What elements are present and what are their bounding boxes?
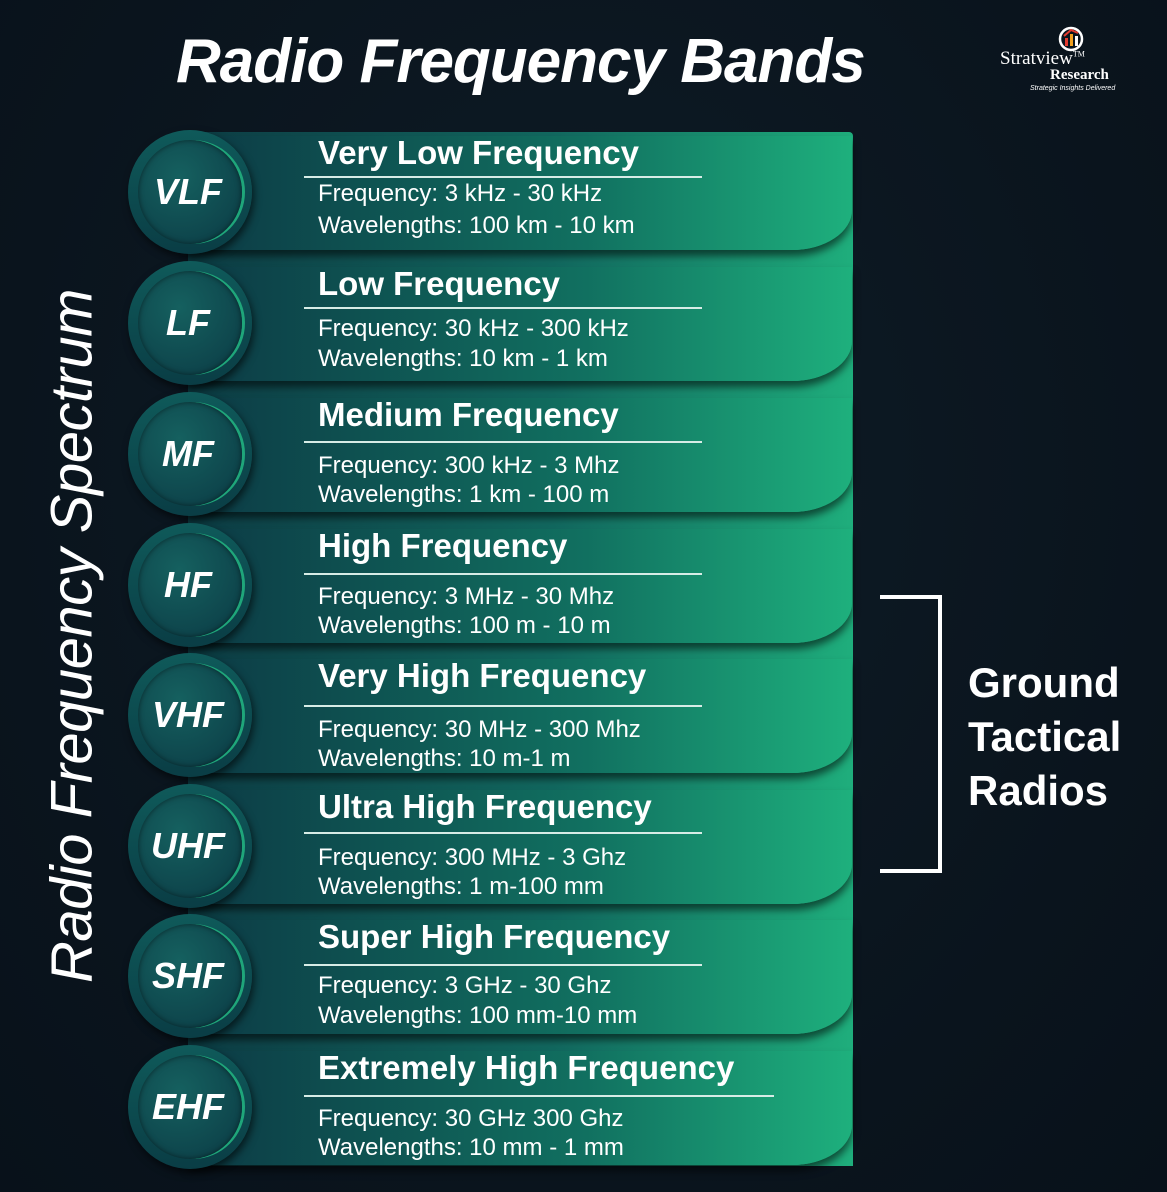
band-wavelengths: Wavelengths: 1 km - 100 m [318,481,610,508]
band-frequency: Frequency: 3 GHz - 30 Ghz [318,972,612,999]
band-wavelengths: Wavelengths: 10 mm - 1 mm [318,1134,624,1161]
band-wavelengths: Wavelengths: 100 m - 10 m [318,612,611,639]
band-row-lf: LF Low Frequency Frequency: 30 kHz - 300… [128,261,852,385]
ground-tactical-radios-label: Ground Tactical Radios [968,659,1122,814]
band-wavelengths: Wavelengths: 10 km - 1 km [318,345,608,372]
growth-chart-icon [1058,26,1084,52]
band-row-hf: HF High Frequency Frequency: 3 MHz - 30 … [128,523,852,647]
band-frequency: Frequency: 30 GHz 300 Ghz [318,1105,624,1132]
band-name: Low Frequency [318,265,561,302]
band-wavelengths: Wavelengths: 100 mm-10 mm [318,1002,638,1029]
band-row-vlf: VLF Very Low Frequency Frequency: 3 kHz … [128,130,852,254]
band-badge [128,784,252,908]
band-badge [128,261,252,385]
band-frequency: Frequency: 30 MHz - 300 Mhz [318,716,641,743]
band-abbr: VHF [152,694,224,735]
band-name: Super High Frequency [318,918,671,955]
band-row-ehf: EHF Extremely High Frequency Frequency: … [128,1045,852,1169]
band-bar [188,398,852,512]
band-badge [128,653,252,777]
band-divider [304,573,702,575]
band-row-shf: SHF Super High Frequency Frequency: 3 GH… [128,914,852,1038]
band-badge [128,1045,252,1169]
band-badge [128,523,252,647]
band-name: Ultra High Frequency [318,788,652,825]
band-divider [304,832,702,834]
band-abbr: SHF [152,955,224,996]
ground-tactical-bracket [880,595,942,873]
band-divider [304,176,702,178]
band-bar [188,1051,852,1165]
band-abbr: UHF [151,825,225,866]
band-row-uhf: UHF Ultra High Frequency Frequency: 300 … [128,784,852,908]
band-wavelengths: Wavelengths: 100 km - 10 km [318,212,635,239]
band-frequency: Frequency: 30 kHz - 300 kHz [318,315,629,342]
logo-sub: Research [1050,67,1109,83]
band-row-mf: MF Medium Frequency Frequency: 300 kHz -… [128,392,852,516]
band-name: Very High Frequency [318,657,647,694]
band-bar [188,659,852,773]
band-row-vhf: VHF Very High Frequency Frequency: 30 MH… [128,653,852,777]
band-bar [188,267,852,381]
page-title: Radio Frequency Bands [176,27,866,96]
band-badge [128,130,252,254]
band-frequency: Frequency: 3 MHz - 30 Mhz [318,583,615,610]
band-abbr: EHF [152,1086,224,1127]
band-name: Extremely High Frequency [318,1049,735,1086]
band-divider [304,964,702,966]
band-badge [128,914,252,1038]
band-divider [304,1095,774,1097]
band-name: Very Low Frequency [318,134,639,171]
band-bar [188,136,852,250]
stratview-logo: StratviewTM Research Strategic Insights … [992,26,1132,98]
band-bar [188,920,852,1034]
spectrum-axis-label: Radio Frequency Spectrum [39,289,105,983]
logo-brand: StratviewTM [1000,48,1085,69]
band-abbr: MF [162,433,214,474]
band-bar [188,529,852,643]
band-name: Medium Frequency [318,396,619,433]
band-divider [304,441,702,443]
band-frequency: Frequency: 3 kHz - 30 kHz [318,180,603,207]
band-bar [188,790,852,904]
band-wavelengths: Wavelengths: 10 m-1 m [318,745,571,772]
band-divider [304,705,702,707]
band-abbr: HF [164,564,212,605]
band-frequency: Frequency: 300 MHz - 3 Ghz [318,844,627,871]
band-badge [128,392,252,516]
band-wavelengths: Wavelengths: 1 m-100 mm [318,873,604,900]
band-name: High Frequency [318,527,568,564]
band-frequency: Frequency: 300 kHz - 3 Mhz [318,452,620,479]
band-abbr: VLF [154,171,222,212]
band-abbr: LF [166,302,210,343]
band-divider [304,307,702,309]
logo-tagline: Strategic Insights Delivered [1030,85,1116,92]
